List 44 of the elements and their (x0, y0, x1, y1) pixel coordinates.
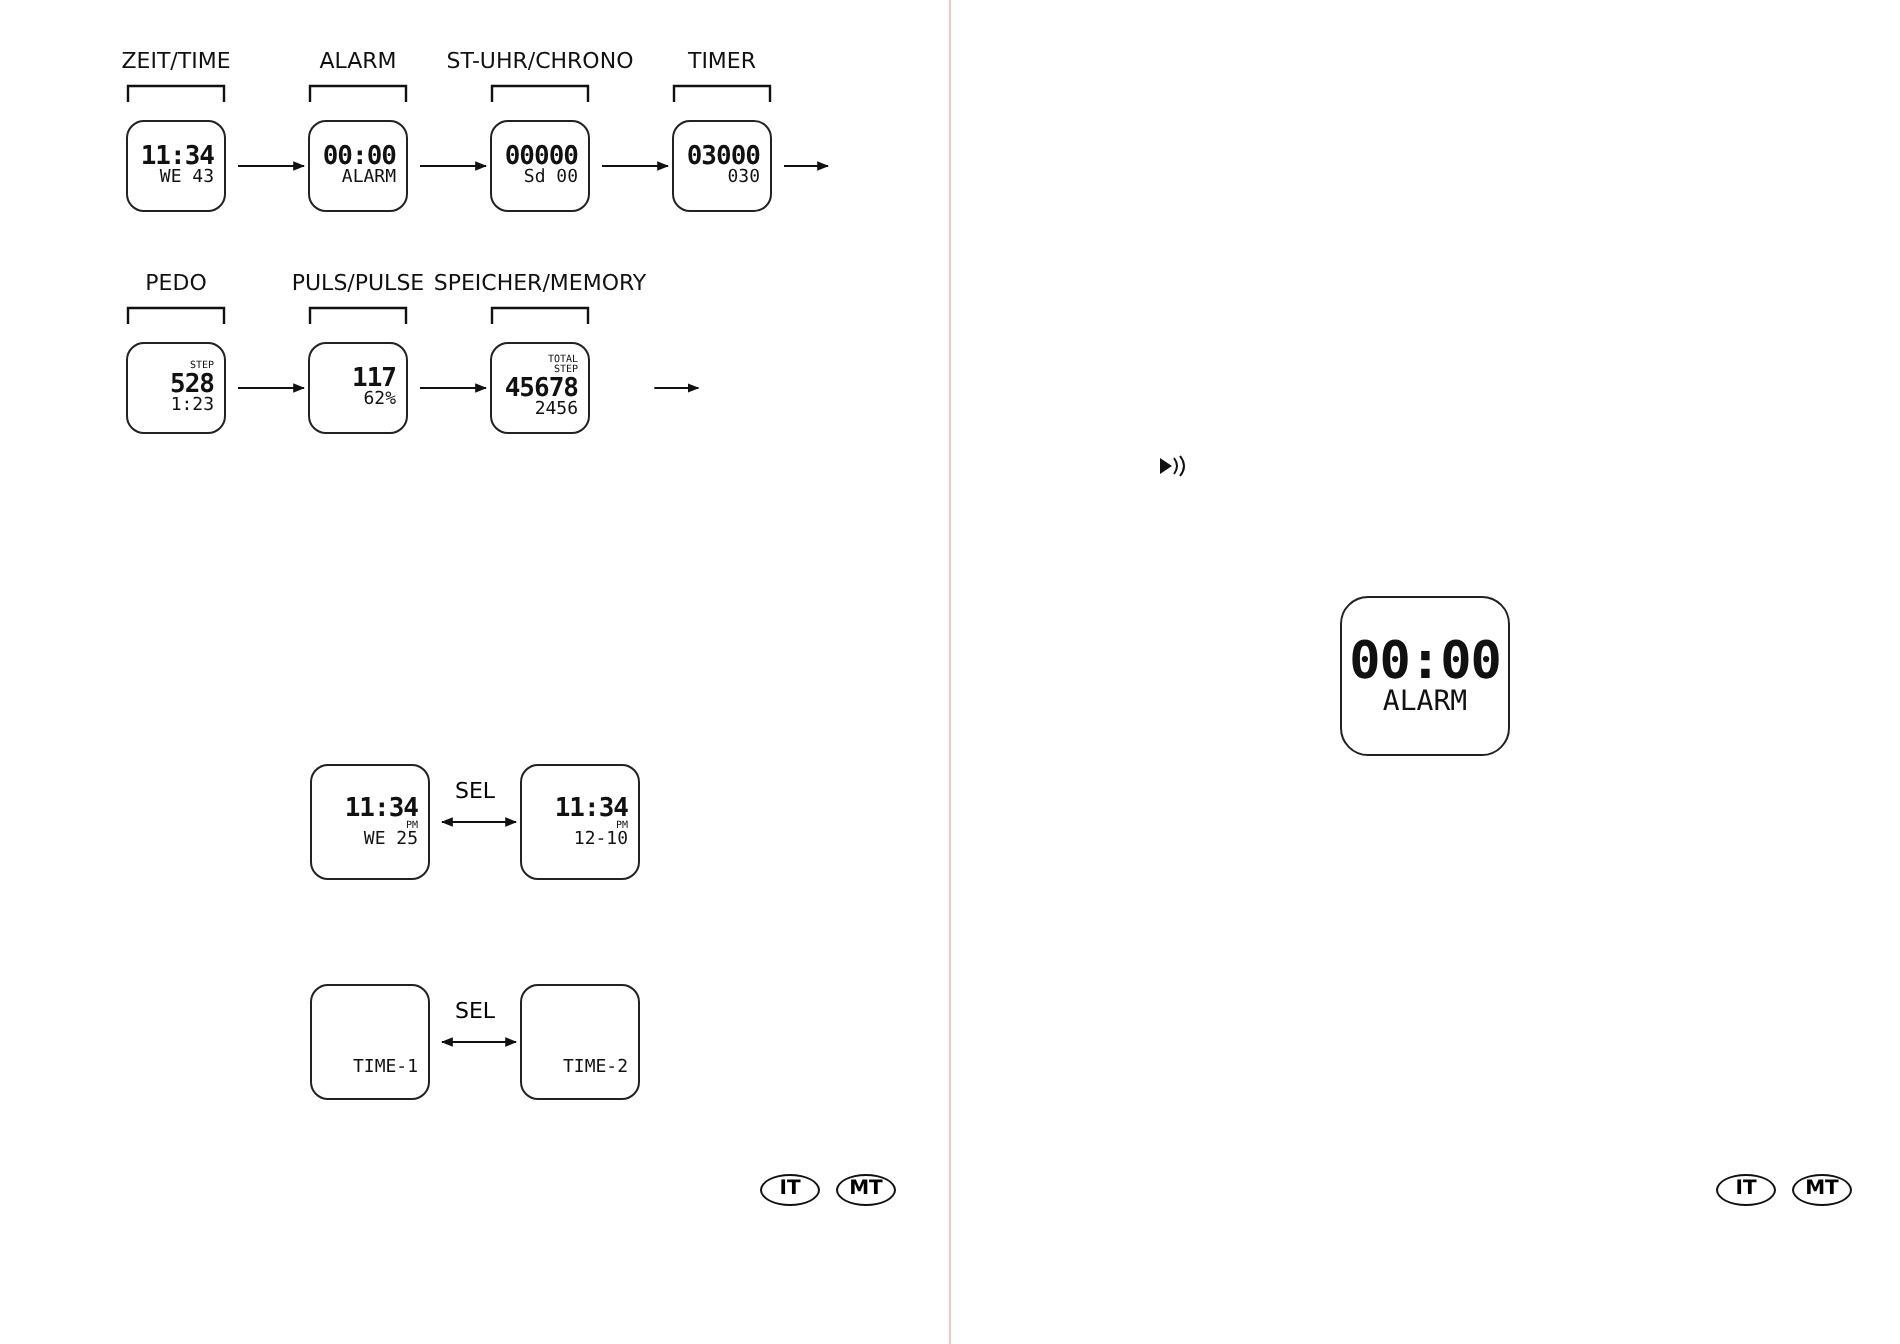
arrow (783, 161, 830, 171)
lcd-reading: 03000 (686, 144, 760, 170)
edge-label: SEL (455, 778, 496, 804)
mode-heading: ALARM (319, 48, 397, 74)
language-badge: MT (836, 1174, 896, 1206)
lcd-reading: 00:00 (322, 144, 396, 170)
language-badge: IT (760, 1174, 820, 1206)
lcd-reading: 12-10 (573, 831, 628, 849)
lcd-reading: 2456 (534, 402, 578, 420)
arrow (440, 817, 518, 827)
mode-heading: SPEICHER/MEMORY (433, 270, 647, 296)
lcd-reading: TIME-2 (562, 1060, 628, 1078)
edge-label: SEL (455, 998, 496, 1024)
lcd-reading: 00000 (504, 144, 578, 170)
mode-heading: PULS/PULSE (291, 270, 425, 296)
lcd-reading: 11:34 (140, 144, 214, 170)
arrow (653, 383, 700, 393)
arrow (440, 1037, 518, 1047)
language-badge: MT (1792, 1174, 1852, 1206)
language-badge: IT (1716, 1174, 1776, 1206)
lcd-reading: Sd 00 (523, 170, 578, 188)
arrow (419, 161, 488, 171)
lcd-reading: 11:34 (344, 795, 418, 821)
arrow (601, 161, 670, 171)
lcd-reading: 00:00 (1349, 636, 1501, 688)
mode-heading: PEDO (145, 270, 207, 296)
arrow (237, 383, 306, 393)
lcd-reading: 117 (352, 366, 396, 392)
mode-heading: ST-UHR/CHRONO (446, 48, 634, 74)
lcd-reading: 528 (170, 371, 214, 397)
lcd-reading: ALARM (1382, 688, 1468, 716)
mode-heading: TIMER (687, 48, 757, 74)
arrow (419, 383, 488, 393)
lcd-reading: 62% (363, 392, 396, 410)
lcd-reading: 11:34 (554, 795, 628, 821)
lcd-reading: WE 25 (363, 831, 418, 849)
mode-heading: ZEIT/TIME (121, 48, 231, 74)
lcd-reading: 45678 (504, 376, 578, 402)
lcd-reading: 030 (727, 170, 760, 188)
arrow (237, 161, 306, 171)
lcd-reading: 1:23 (170, 397, 214, 415)
lcd-reading: WE 43 (159, 170, 214, 188)
lcd-reading: ALARM (341, 170, 396, 188)
lcd-reading: TIME-1 (352, 1060, 418, 1078)
